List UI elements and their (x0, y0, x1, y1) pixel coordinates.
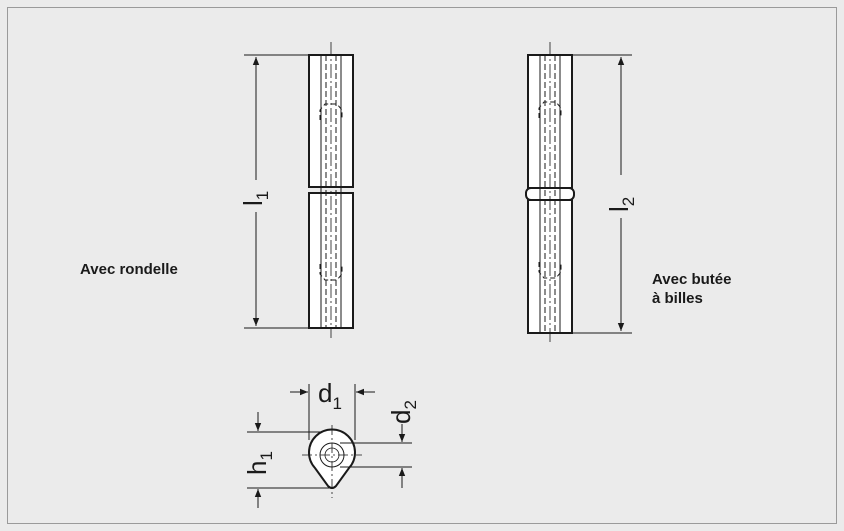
dimension-l1 (244, 54, 309, 329)
label-with-ball-bearing-line1: Avec butée (652, 271, 732, 288)
hinge-with-ball-bearing (525, 42, 575, 343)
panel-frame (7, 7, 837, 524)
label-d2: d2 (386, 400, 420, 424)
dimension-h1 (247, 412, 332, 508)
label-with-ball-bearing-line2: à billes (652, 290, 703, 307)
cross-section (302, 425, 362, 498)
hinge-with-washer (308, 42, 354, 338)
label-l2: l2 (604, 197, 638, 212)
dimension-d1 (290, 384, 375, 440)
label-l1: l1 (238, 191, 272, 206)
label-h1: h1 (242, 451, 276, 475)
dimension-d2 (340, 424, 412, 488)
label-d1: d1 (318, 378, 342, 413)
label-with-washer: Avec rondelle (80, 261, 178, 278)
dimension-l2 (572, 54, 632, 334)
